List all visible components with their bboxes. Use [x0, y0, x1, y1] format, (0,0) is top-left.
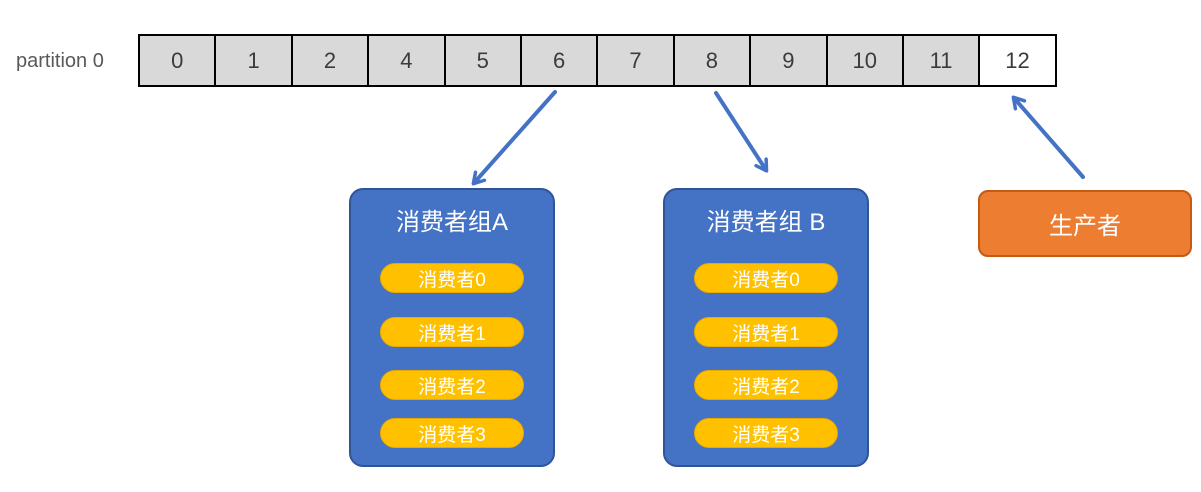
group-b-consumer-2: 消费者2: [694, 370, 838, 400]
partition-cell-7: 7: [596, 34, 675, 87]
partition-cell-4: 4: [367, 34, 446, 87]
arrow-cell8-to-group-b: [714, 91, 769, 173]
group-a-consumer-0: 消费者0: [380, 263, 524, 293]
partition-cell-9: 9: [749, 34, 828, 87]
group-a-consumer-2: 消费者2: [380, 370, 524, 400]
partition-bar: 0 1 2 4 5 6 7 8 9 10 11 12: [138, 34, 1057, 87]
partition-cell-5: 5: [443, 34, 522, 87]
partition-cell-11: 11: [901, 34, 981, 87]
group-a-consumer-1: 消费者1: [380, 317, 524, 347]
group-b-consumer-1: 消费者1: [694, 317, 838, 347]
producer-label: 生产者: [1049, 213, 1121, 240]
partition-cell-12: 12: [978, 34, 1057, 87]
consumer-group-b: 消费者组 B 消费者0 消费者1 消费者2 消费者3: [663, 188, 869, 467]
producer-box: 生产者: [978, 190, 1192, 257]
consumer-group-a: 消费者组A 消费者0 消费者1 消费者2 消费者3: [349, 188, 555, 467]
partition-cell-2: 2: [290, 34, 370, 87]
group-a-consumer-3: 消费者3: [380, 418, 524, 448]
partition-cell-10: 10: [825, 34, 904, 87]
group-b-consumer-0: 消费者0: [694, 263, 838, 293]
arrow-cell6-to-group-a: [471, 90, 557, 186]
partition-cell-6: 6: [519, 34, 599, 87]
group-b-consumer-3: 消费者3: [694, 418, 838, 448]
partition-cell-8: 8: [672, 34, 752, 87]
partition-cell-1: 1: [214, 34, 293, 87]
consumer-group-a-title: 消费者组A: [395, 209, 508, 236]
partition-label: partition 0: [16, 50, 104, 72]
partition-cell-0: 0: [138, 34, 217, 87]
consumer-group-b-title: 消费者组 B: [706, 209, 826, 236]
arrow-producer-to-cell12: [1011, 95, 1085, 179]
